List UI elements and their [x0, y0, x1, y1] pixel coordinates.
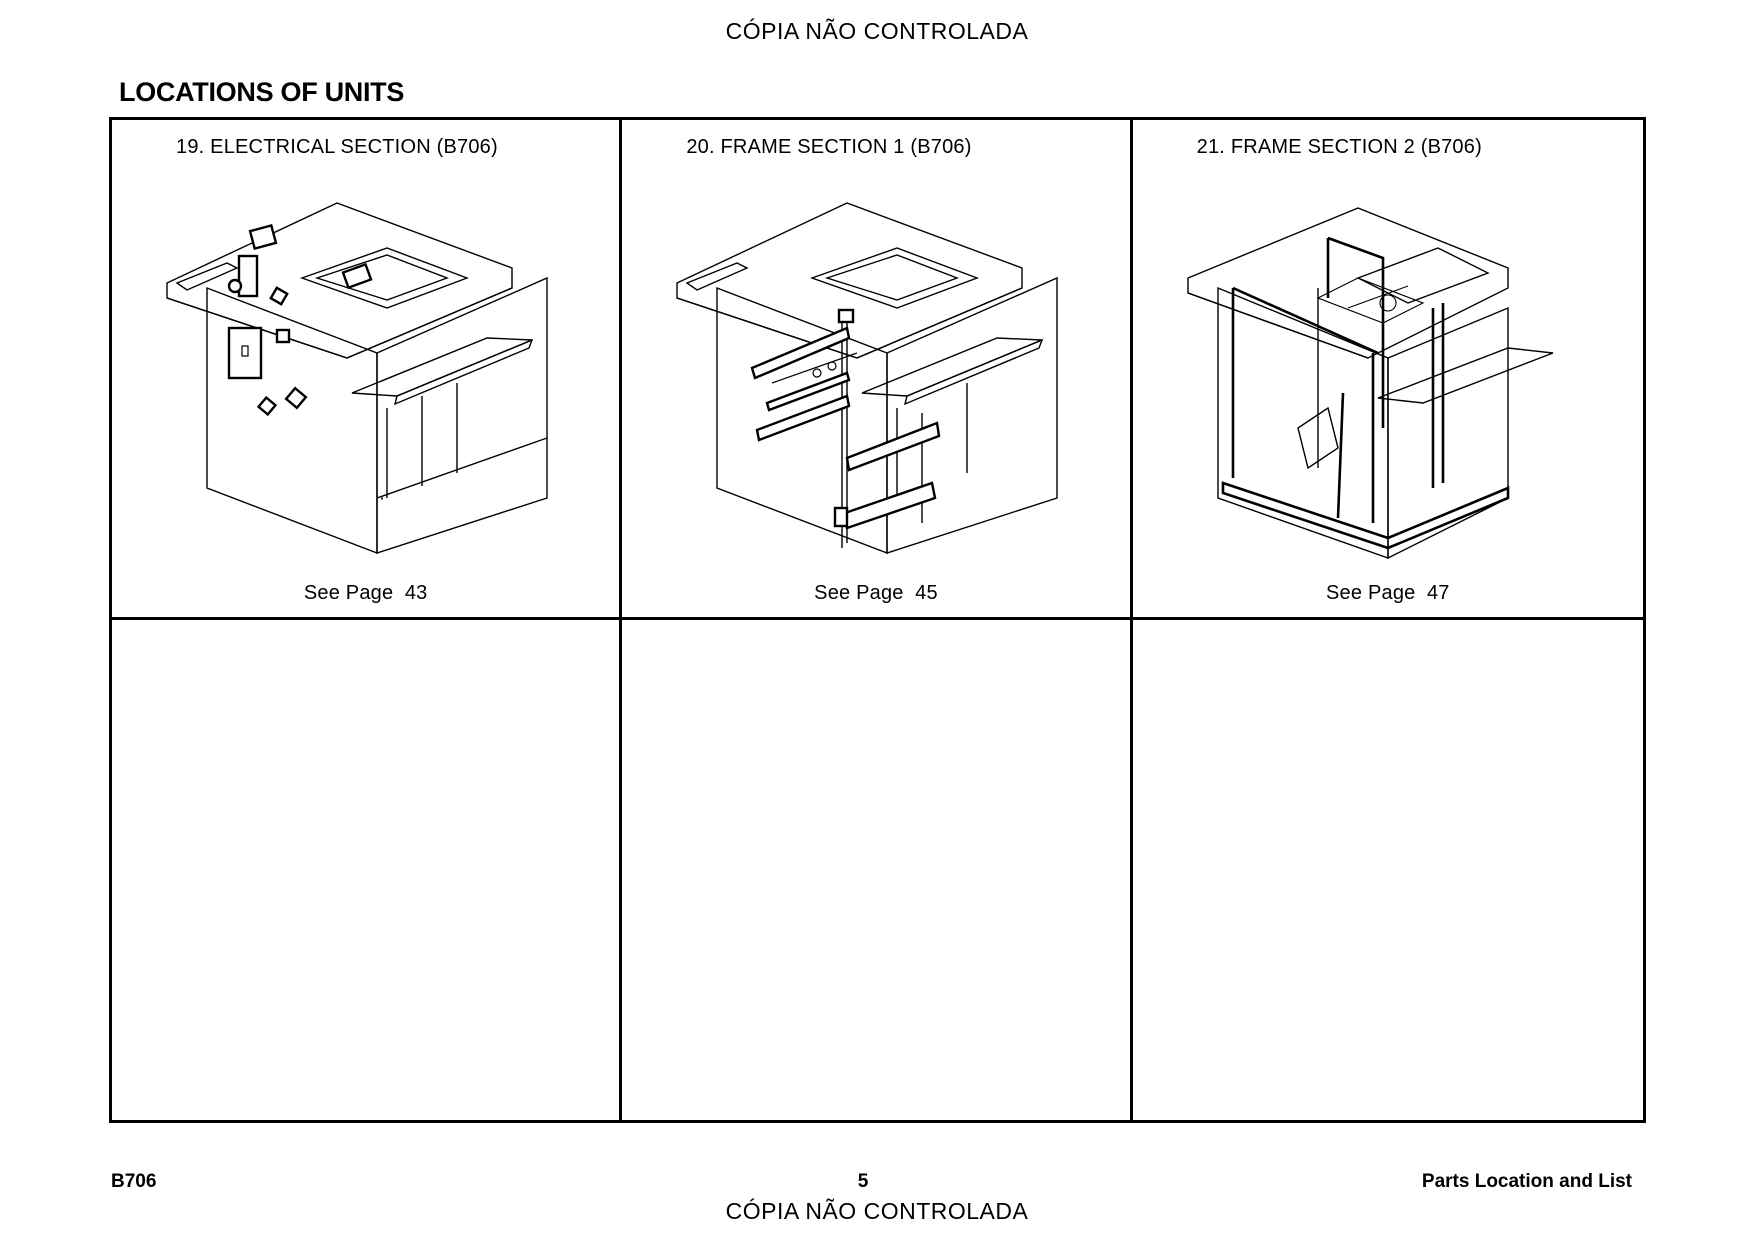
see-page-label: See Page — [1326, 582, 1416, 604]
see-page-number: 45 — [915, 582, 938, 604]
section-title: 20. FRAME SECTION 1 (B706) — [686, 136, 972, 158]
empty-cell — [1133, 620, 1643, 1120]
electrical-section-illustration — [166, 202, 548, 555]
see-page-ref: See Page 45 — [622, 582, 1129, 605]
footer-page-number: 5 — [857, 1171, 869, 1192]
section-cell-20: 20. FRAME SECTION 1 (B706) — [622, 120, 1133, 620]
see-page-label: See Page — [303, 582, 394, 604]
section-title: 19. ELECTRICAL SECTION (B706) — [176, 136, 498, 158]
section-cell-21: 21. FRAME SECTION 2 (B706) — [1132, 120, 1643, 620]
section-cell-19: 19. ELECTRICAL SECTION (B706) — [112, 120, 623, 620]
see-page-label: See Page — [814, 582, 904, 604]
page-heading: LOCATIONS OF UNITS — [119, 77, 405, 107]
see-page-number: 47 — [1426, 582, 1450, 604]
section-title: 21. FRAME SECTION 2 (B706) — [1196, 136, 1482, 158]
see-page-ref: See Page 43 — [112, 582, 619, 605]
watermark-top: CÓPIA NÃO CONTROLADA — [725, 18, 1029, 44]
empty-cell — [112, 620, 623, 1120]
frame-section-1-illustration — [676, 202, 1059, 555]
see-page-ref: See Page 47 — [1133, 582, 1643, 605]
empty-cell — [622, 620, 1133, 1120]
footer-model: B706 — [111, 1171, 157, 1192]
frame-section-2-illustration — [1186, 207, 1553, 560]
footer-section-name: Parts Location and List — [1421, 1171, 1632, 1192]
see-page-number: 43 — [404, 582, 428, 604]
watermark-bottom: CÓPIA NÃO CONTROLADA — [725, 1198, 1029, 1224]
units-grid: 19. ELECTRICAL SECTION (B706) — [109, 117, 1646, 1123]
